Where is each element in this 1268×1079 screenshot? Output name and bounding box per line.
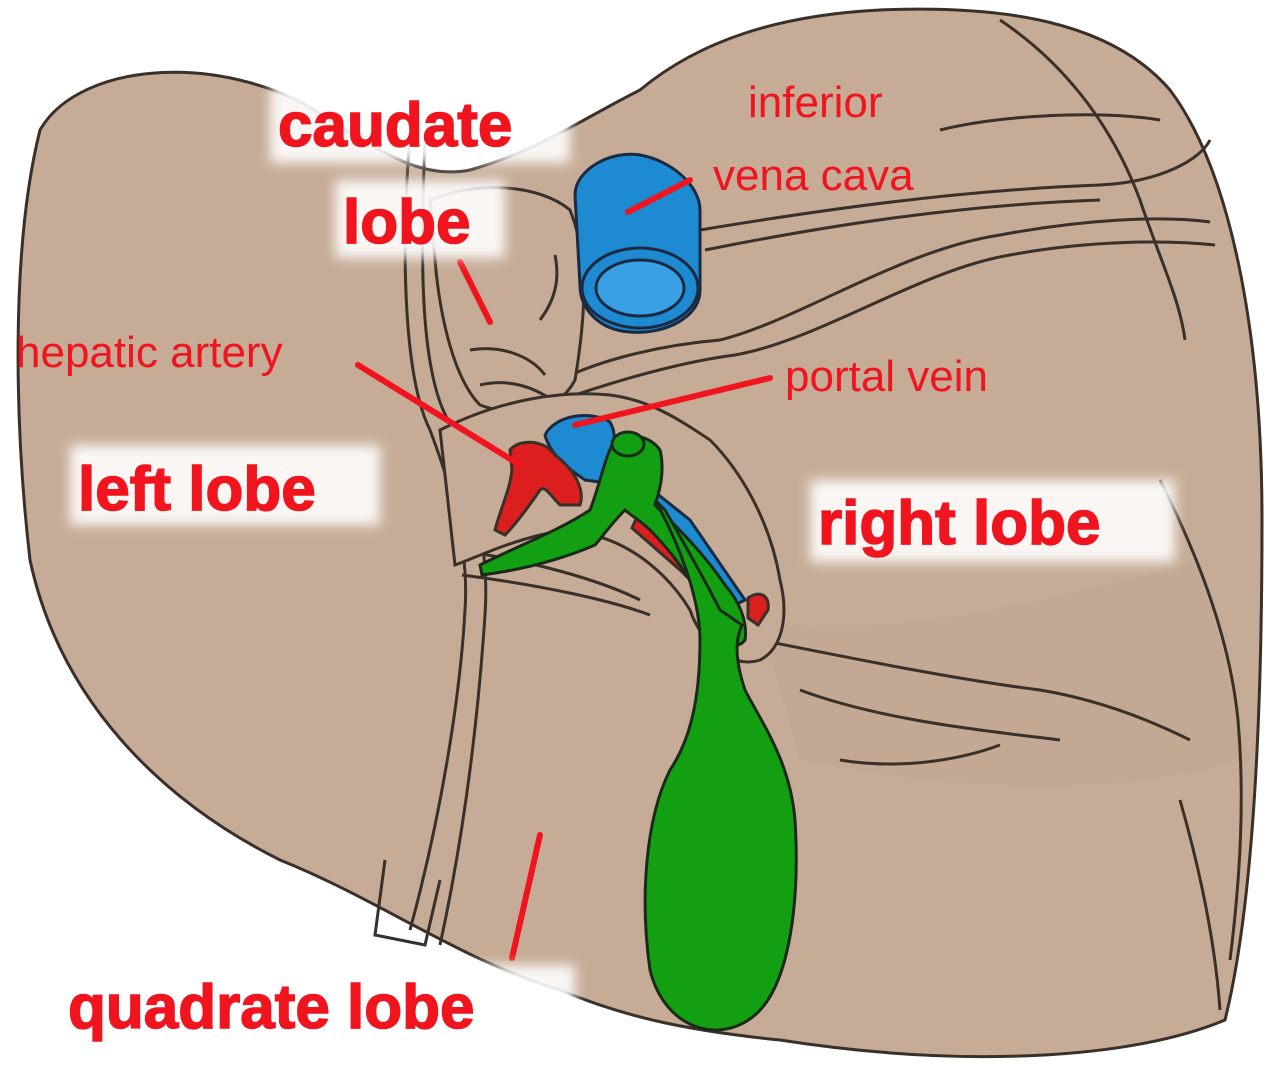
label-hepatic-artery: hepatic artery (16, 328, 283, 377)
label-quadrate-lobe: quadrate lobe (68, 973, 475, 1042)
label-right-lobe: right lobe (818, 489, 1100, 558)
label-caudate-line2: lobe (343, 188, 470, 257)
inferior-vena-cava-shape (575, 154, 700, 332)
label-inferior: inferior (748, 78, 883, 127)
label-vena-cava: vena cava (713, 151, 914, 200)
label-caudate-line1: caudate (278, 91, 512, 160)
label-left-lobe: left lobe (78, 455, 316, 524)
label-portal-vein: portal vein (785, 352, 988, 401)
